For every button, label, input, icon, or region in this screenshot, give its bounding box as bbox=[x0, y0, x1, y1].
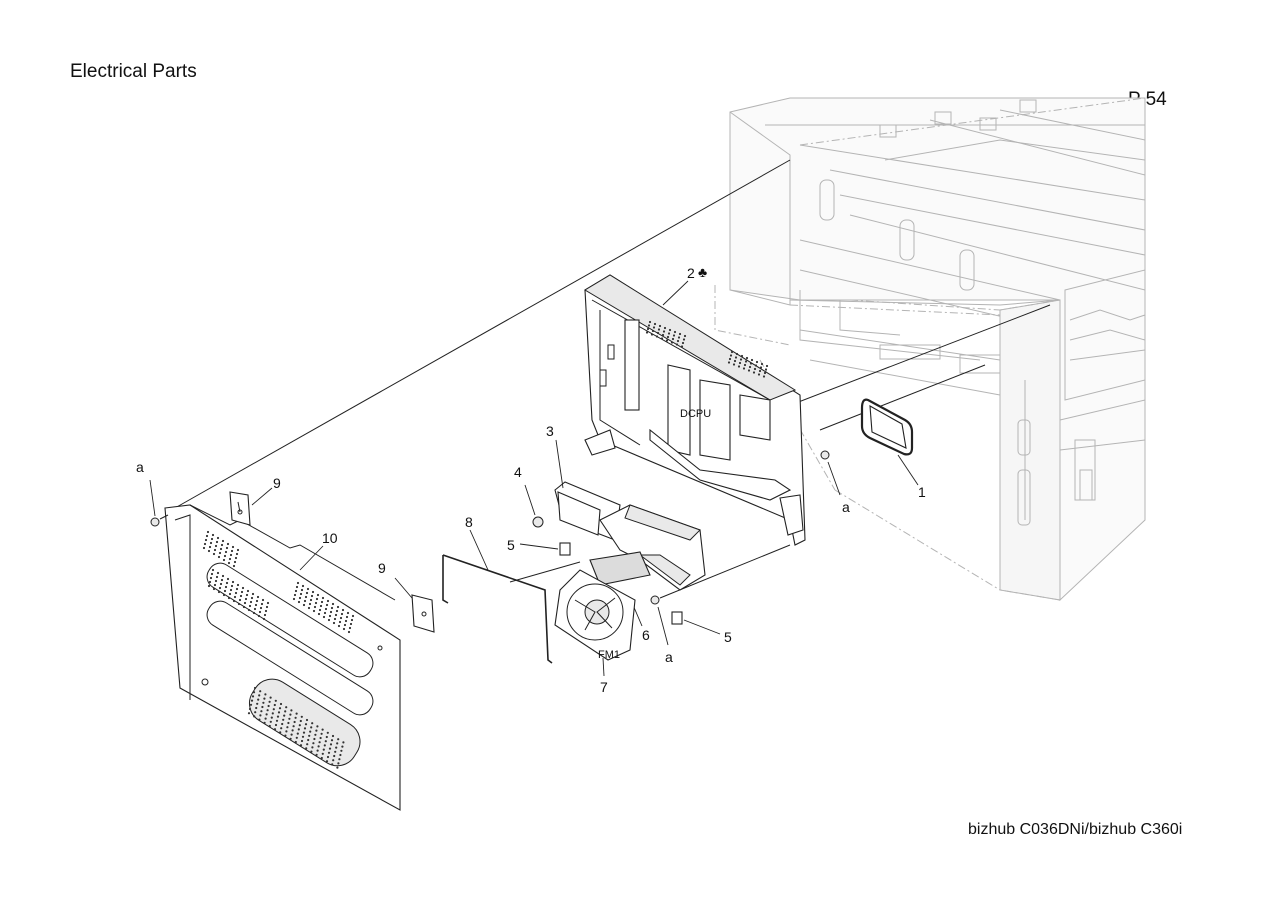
vent-patterns bbox=[202, 320, 769, 769]
vent-cover-upper-left bbox=[202, 530, 240, 568]
callout-2: 2 bbox=[687, 265, 695, 281]
part-1-gasket bbox=[860, 398, 914, 456]
callout-9-right: 9 bbox=[378, 560, 386, 576]
part-5-cushion-upper bbox=[519, 542, 571, 556]
callout-labels: 1 2 ♣ 3 4 5 5 6 7 8 9 9 10 a a a DCPU FM… bbox=[136, 264, 926, 695]
part-6-duct bbox=[589, 504, 706, 627]
part-8-wire bbox=[442, 529, 553, 664]
screw-a-left bbox=[149, 479, 169, 527]
part-7-fan-fm1 bbox=[554, 569, 636, 677]
callout-4: 4 bbox=[514, 464, 522, 480]
callout-a-lower: a bbox=[665, 649, 673, 665]
part-4-screw bbox=[524, 484, 544, 528]
dcpu-label: DCPU bbox=[680, 408, 711, 420]
callout-10: 10 bbox=[322, 530, 338, 546]
model-name: bizhub C036DNi/bizhub C360i bbox=[968, 821, 1183, 838]
machine-frame bbox=[714, 97, 1146, 602]
callout-6: 6 bbox=[642, 627, 650, 643]
part-9-bracket-right bbox=[394, 577, 435, 633]
callout-3: 3 bbox=[546, 423, 554, 439]
callout-7: 7 bbox=[600, 679, 608, 695]
vent-cover-middle bbox=[207, 568, 270, 621]
callout-9-left: 9 bbox=[273, 475, 281, 491]
fm1-label: FM1 bbox=[598, 649, 620, 661]
callout-5-upper: 5 bbox=[507, 537, 515, 553]
vent-cover-right bbox=[292, 581, 355, 634]
part-5-cushion-lower bbox=[671, 611, 721, 635]
vent-board-upper bbox=[645, 320, 687, 348]
screw-a-right bbox=[820, 450, 841, 496]
callout-8: 8 bbox=[465, 514, 473, 530]
screw-a-lower bbox=[650, 595, 669, 646]
callout-a-left: a bbox=[136, 459, 144, 475]
vent-board-lower bbox=[727, 350, 769, 378]
callout-1: 1 bbox=[918, 484, 926, 500]
page-title: Electrical Parts bbox=[70, 61, 197, 82]
service-mark-symbol: ♣ bbox=[698, 264, 707, 280]
vent-cover-bottom bbox=[247, 686, 345, 769]
part-10-rear-cover bbox=[164, 504, 401, 811]
part-9-bracket-left bbox=[229, 487, 273, 526]
callout-a-right: a bbox=[842, 499, 850, 515]
callout-5-lower: 5 bbox=[724, 629, 732, 645]
part-2-dcpu-assembly bbox=[584, 274, 806, 546]
